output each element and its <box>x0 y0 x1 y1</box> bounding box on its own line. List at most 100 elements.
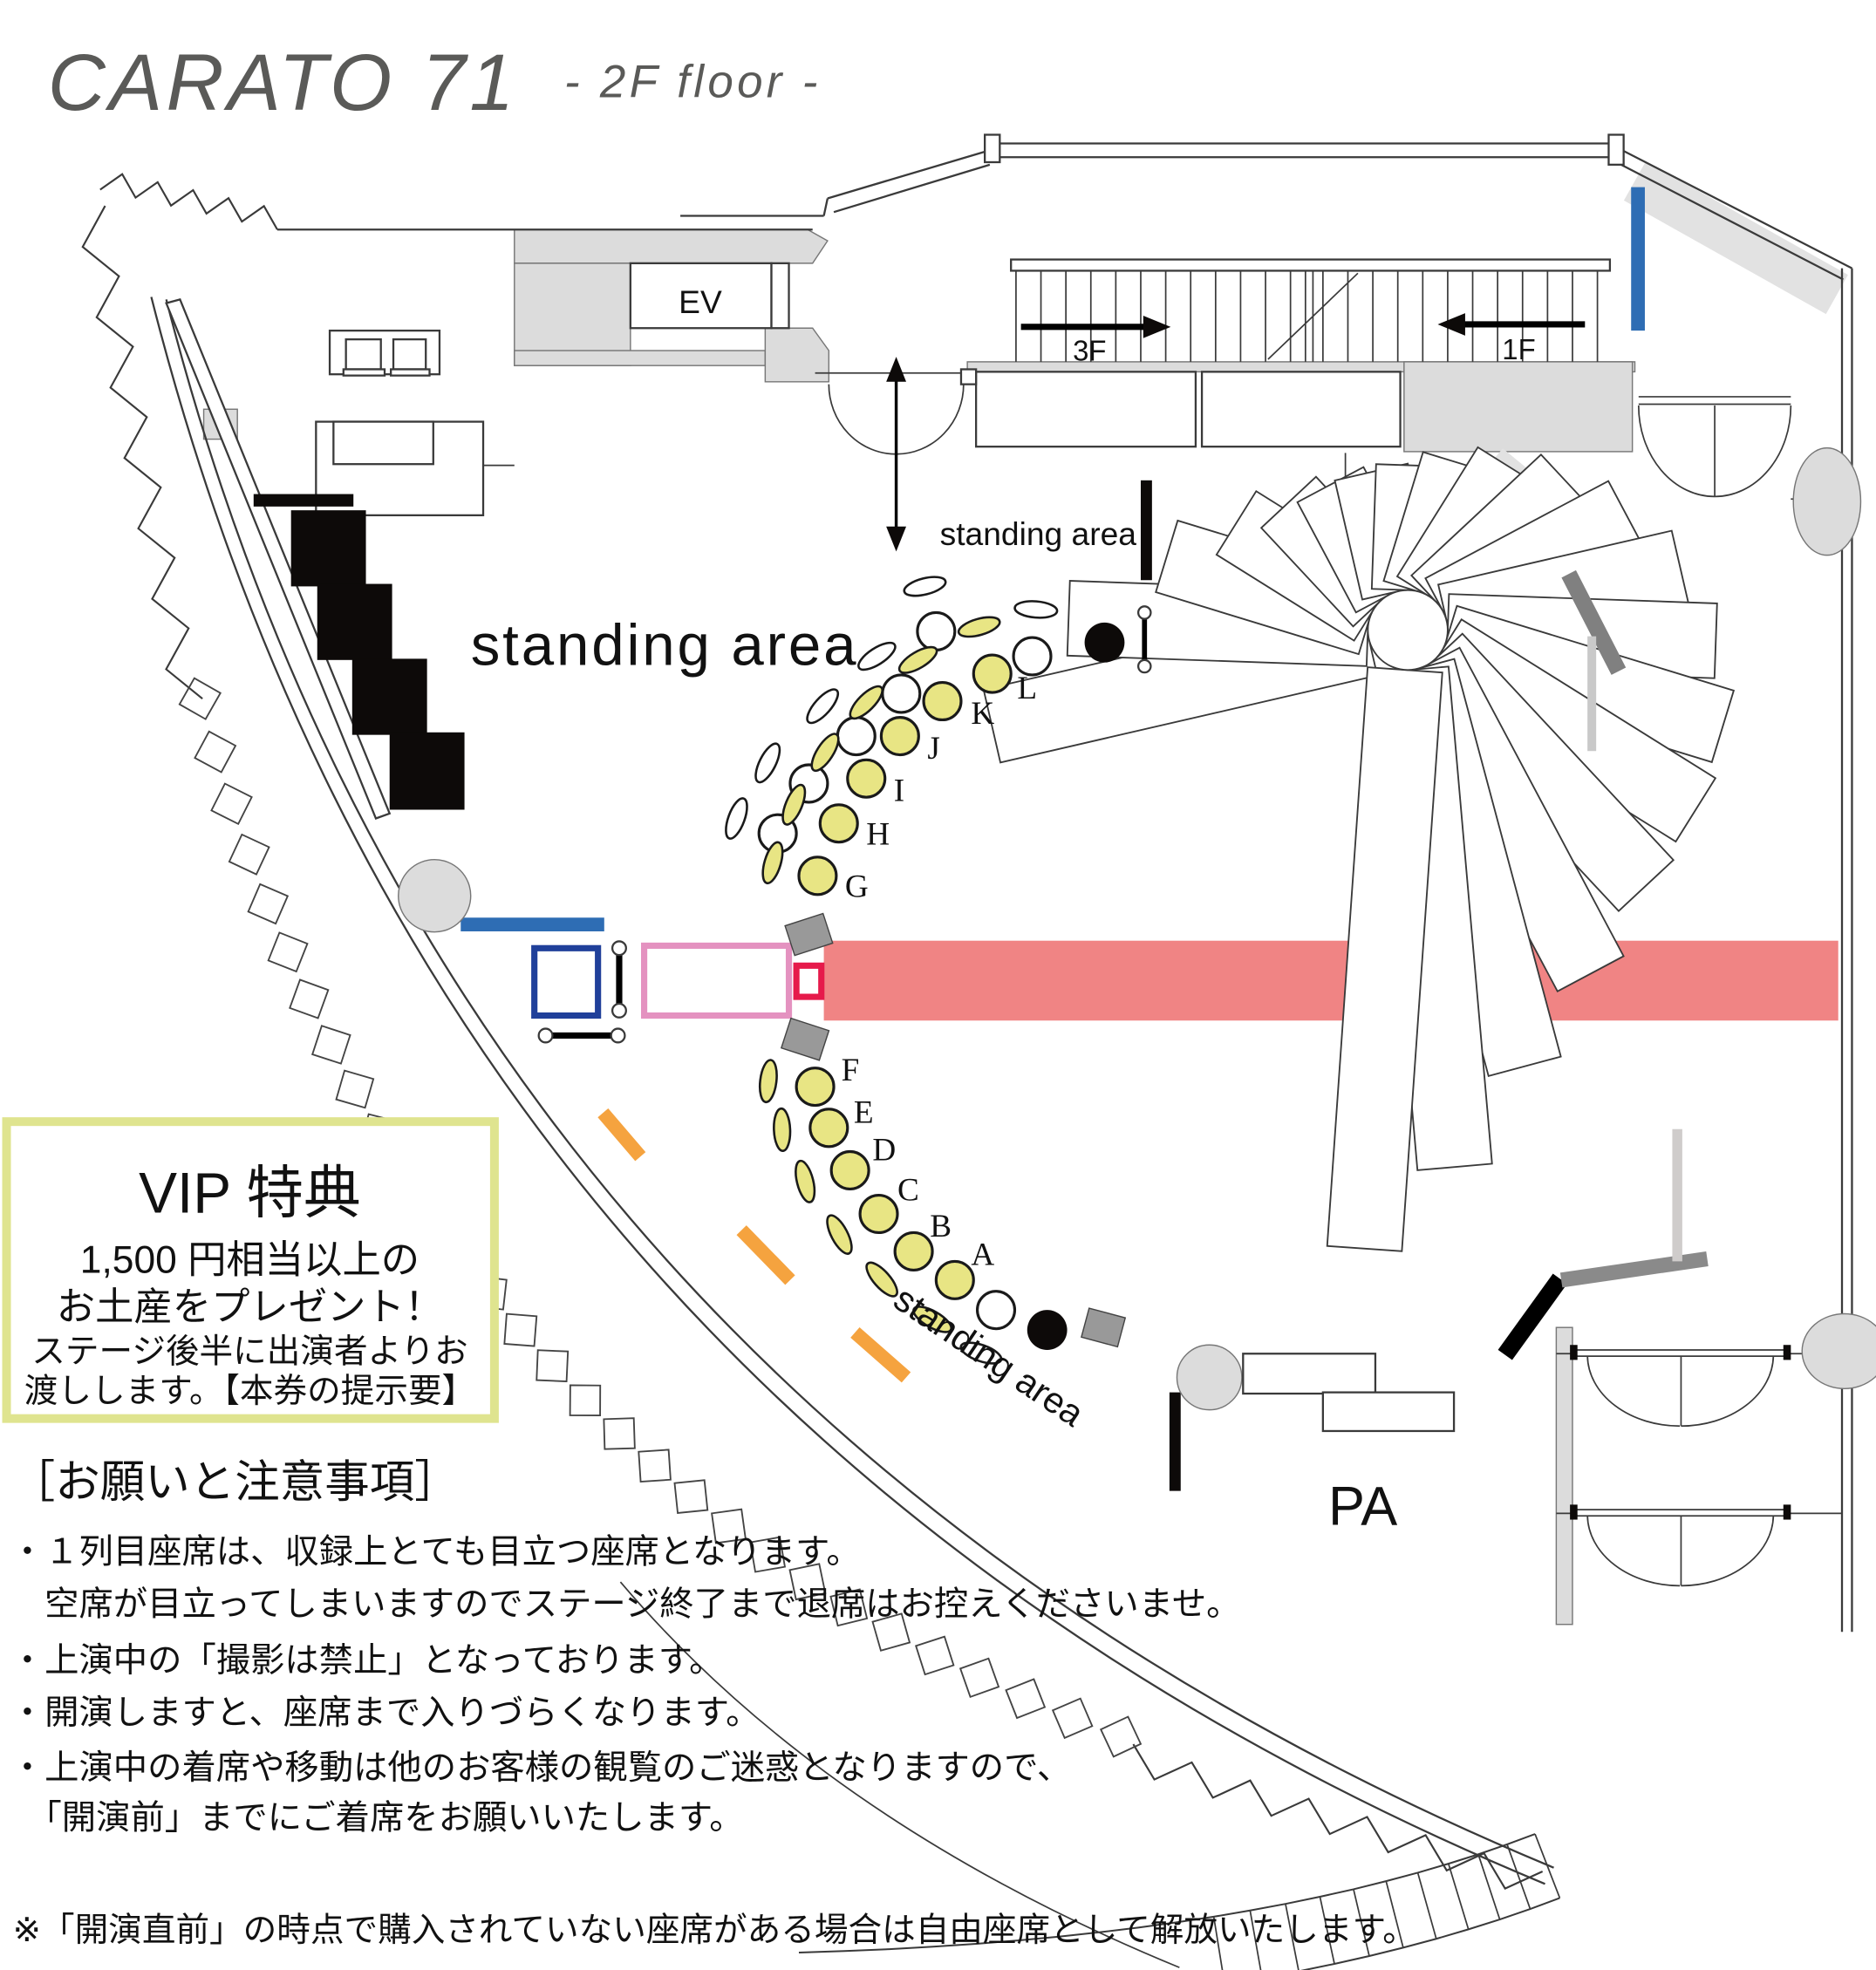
walls <box>150 133 1853 1968</box>
seat-label-i: I <box>894 773 904 808</box>
door-leaf-right <box>896 384 965 455</box>
flow-arrow-up <box>886 357 907 382</box>
room-under-stairs-2 <box>1200 371 1402 448</box>
wall-left-of-ev <box>514 262 631 366</box>
gray-wall-masses <box>202 160 1848 1626</box>
door-tr-right <box>1715 405 1792 498</box>
seat-label-b: B <box>930 1209 952 1244</box>
notes-section: ［お願いと注意事項］ ・１列目座席は、収録上とても目立つ座席となります。 空席が… <box>10 1456 1416 1949</box>
gray-room-right <box>1403 361 1634 453</box>
reception-box-2 <box>392 337 427 371</box>
roof-corridor-band <box>1623 160 1848 315</box>
door-cap <box>1570 1345 1578 1360</box>
wall-tab-right <box>1607 133 1625 166</box>
crimson-box <box>793 962 825 1000</box>
black-bar-top <box>253 494 354 507</box>
flow-arrow-down <box>886 526 907 552</box>
gray-diag-bar-pa <box>1559 1251 1709 1288</box>
page-subtitle: - 2F floor - <box>564 57 822 108</box>
door-cap <box>1783 1345 1791 1360</box>
vip-line3: ステージ後半に出演者よりお <box>31 1333 467 1370</box>
note-item: ・上演中の「撮影は禁止」となっております。 <box>10 1641 724 1680</box>
stage-furniture <box>398 605 1152 1383</box>
door-br1-right <box>1681 1356 1775 1428</box>
barbell-vertical-top <box>1136 605 1152 674</box>
wall-strip-bottom-right <box>1555 1326 1573 1626</box>
black-block-2 <box>317 583 392 660</box>
note-item: ・開演しますと、座席まで入りづらくなります。 <box>10 1694 761 1732</box>
curved-wall-inner <box>165 299 1554 1869</box>
note-item: 「開演前」までにご着席をお願いいたします。 <box>10 1798 744 1837</box>
door-cap <box>1570 1504 1578 1520</box>
arrow-3f-head <box>1143 315 1171 338</box>
seat-label-l: L <box>1017 671 1037 706</box>
door-cap <box>1783 1504 1791 1520</box>
gray-diag-bar-spiral <box>1561 569 1627 675</box>
reception-box-1 <box>345 337 382 371</box>
black-dot-bottom <box>1027 1310 1068 1350</box>
standing-area-label-large: standing area <box>471 613 859 678</box>
blue-bar-right <box>1631 187 1645 331</box>
pa-desk-2 <box>1321 1391 1456 1433</box>
seat-label-h: H <box>866 817 890 853</box>
lightgray-bar-spiral <box>1587 636 1597 752</box>
seat-arcs <box>725 576 1059 1365</box>
seat-labels: A B C D E F G H I J K L <box>842 671 1037 1273</box>
gray-circle-right-bottom <box>1801 1312 1876 1390</box>
wall-tab-left <box>984 133 1001 164</box>
reception-base-1 <box>342 368 386 377</box>
floor3-label: 3F <box>1073 334 1106 366</box>
room-under-stairs-1 <box>974 371 1197 448</box>
black-bar-standing <box>1140 480 1152 581</box>
page-title: CARATO 71 <box>48 38 518 127</box>
note-item: 空席が目立ってしまいますのでステージ終了まで退席はお控えくださいませ。 <box>10 1585 1241 1624</box>
stair-treads <box>1015 270 1599 362</box>
seat-label-e: E <box>854 1095 874 1131</box>
vip-border <box>2 1117 499 1423</box>
door-br2-left <box>1586 1516 1681 1587</box>
black-bar-pa <box>1169 1392 1181 1491</box>
gray-circle-right-top <box>1792 446 1862 556</box>
note-item: ・上演中の着席や移動は他のお客様の観覧のご迷惑となりますので、 <box>10 1748 1071 1787</box>
stage <box>823 940 1838 1021</box>
door-leaf-left <box>828 384 897 455</box>
curved-wall-outer <box>150 297 1545 1885</box>
vip-line2: お土産をプレゼント！ <box>57 1286 443 1329</box>
speaker-bottom <box>780 1017 830 1061</box>
door-tr-left <box>1637 405 1716 498</box>
seat-label-f: F <box>842 1053 860 1088</box>
arrow-1f-head <box>1437 313 1465 336</box>
vip-line4: 渡しします。【本券の提示要】 <box>24 1373 475 1410</box>
notes-heading: ［お願いと注意事項］ <box>10 1456 460 1507</box>
vip-title: VIP 特典 <box>139 1161 361 1225</box>
black-blocks <box>253 187 1709 1491</box>
black-block-3 <box>351 658 427 735</box>
elevator-label: EV <box>679 283 722 320</box>
floor1-label: 1F <box>1502 333 1535 365</box>
elevator-shaft-wall <box>770 262 790 330</box>
elevator-room <box>629 262 773 330</box>
wall-under-ev <box>514 350 767 366</box>
stair-rail <box>1010 258 1612 272</box>
rooms <box>315 262 1402 517</box>
storage-inner <box>332 420 434 466</box>
barbell-horizontal-stage <box>537 1027 626 1044</box>
diagonal-wall <box>165 297 392 820</box>
door-br2-right <box>1681 1516 1775 1587</box>
lightgray-bar-right <box>1672 1128 1682 1262</box>
gray-circle-wall <box>398 859 472 933</box>
black-dot-top <box>1084 622 1125 663</box>
black-block-4 <box>389 732 465 810</box>
pa-desk-1 <box>1242 1353 1377 1395</box>
door-post-right <box>959 368 978 385</box>
barbell-vertical-stage <box>611 940 627 1019</box>
seat-label-a: A <box>971 1237 994 1273</box>
navy-box <box>531 944 602 1019</box>
black-diag-bar <box>1497 1273 1567 1360</box>
doors <box>828 357 1792 1587</box>
straight-staircase <box>1010 258 1612 362</box>
seat-label-k: K <box>971 696 994 732</box>
orange-bar-2 <box>736 1225 795 1285</box>
seat-label-c: C <box>897 1172 919 1208</box>
